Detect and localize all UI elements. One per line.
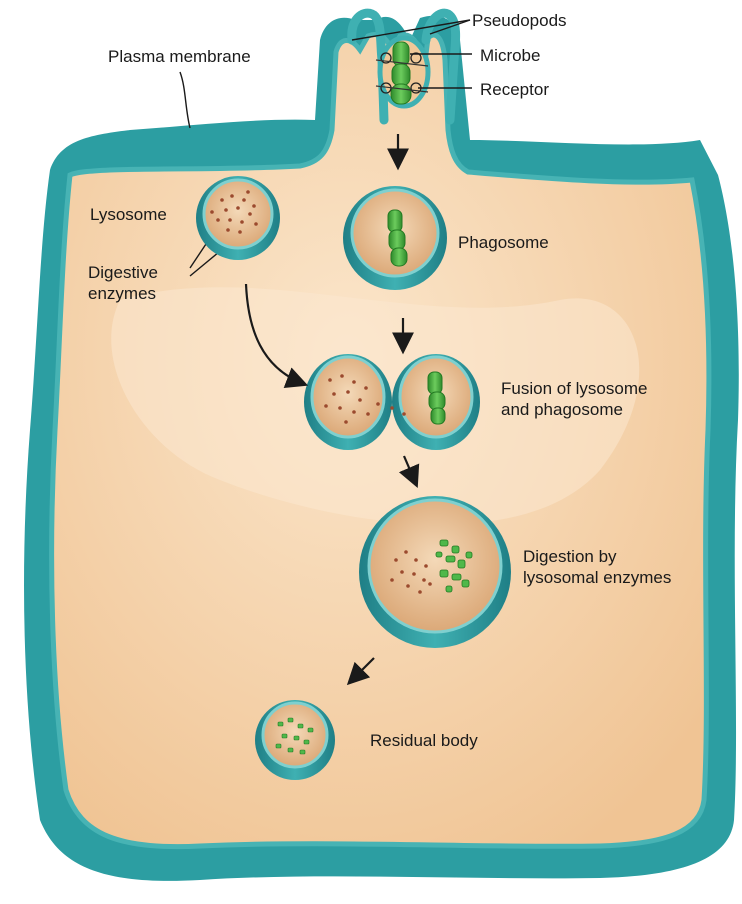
- label-plasma-membrane: Plasma membrane: [108, 46, 251, 67]
- label-pseudopods: Pseudopods: [472, 10, 567, 31]
- label-fusion-1: Fusion of lysosome: [501, 378, 647, 399]
- label-receptor: Receptor: [480, 79, 549, 100]
- cell-body: [24, 16, 739, 881]
- phagosome: [343, 186, 447, 290]
- digestion-vesicle: [359, 496, 511, 648]
- label-digestion-2: lysosomal enzymes: [523, 567, 671, 588]
- label-digestive-enzymes-2: enzymes: [88, 283, 156, 304]
- lysosome: [196, 176, 280, 260]
- label-phagosome: Phagosome: [458, 232, 549, 253]
- label-microbe: Microbe: [480, 45, 540, 66]
- label-lysosome: Lysosome: [90, 204, 167, 225]
- label-fusion-2: and phagosome: [501, 399, 623, 420]
- label-digestive-enzymes-1: Digestive: [88, 262, 158, 283]
- label-residual-body: Residual body: [370, 730, 478, 751]
- label-digestion-1: Digestion by: [523, 546, 617, 567]
- residual-body: [255, 700, 335, 780]
- fusion-microbe: [428, 372, 445, 424]
